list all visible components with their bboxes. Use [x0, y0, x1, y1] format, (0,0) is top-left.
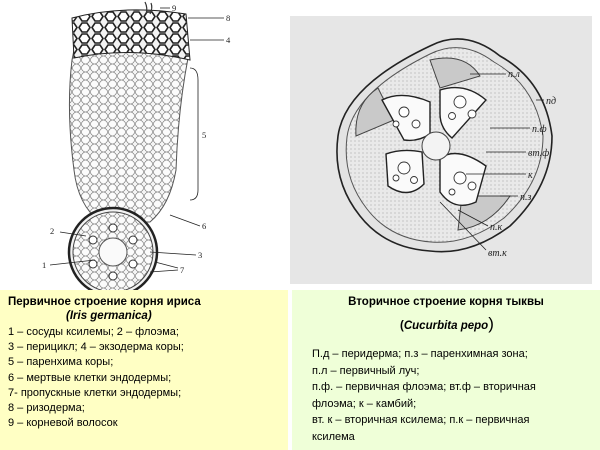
- iris-root-diagram: 9 8 4 5 6 2 3 1 7: [0, 0, 290, 298]
- label-6: 6: [202, 221, 206, 231]
- pumpkin-legend-line: п.ф. – первичная флоэма; вт.ф – вторична…: [312, 381, 536, 393]
- label-3: 3: [198, 250, 202, 260]
- iris-legend-line: 6 – мертвые клетки эндодермы;: [8, 371, 172, 384]
- label-5: 5: [202, 130, 206, 140]
- label-vtk: вт.к: [488, 248, 507, 259]
- label-2: 2: [50, 226, 54, 236]
- label-8: 8: [226, 13, 230, 23]
- label-pk: п.к: [490, 222, 503, 233]
- label-9: 9: [172, 3, 176, 13]
- pumpkin-legend-panel: Вторичное строение корня тыквы (Cucurbit…: [292, 290, 600, 450]
- label-4: 4: [226, 35, 231, 45]
- label-pf: п.ф: [532, 124, 547, 135]
- pumpkin-legend-line: п.л – первичный луч;: [312, 364, 420, 377]
- iris-root-drawing: 9 8 4 5 6 2 3 1 7: [42, 1, 231, 298]
- xylem-vessels: [88, 223, 138, 281]
- iris-legend-line: 7- пропускные клетки эндодермы;: [8, 386, 182, 399]
- exodermis-band: [71, 9, 191, 61]
- label-pl: п.л: [508, 69, 521, 80]
- iris-legend-line: 9 – корневой волосок: [8, 417, 118, 430]
- pumpkin-legend-line: ксилема: [312, 430, 355, 443]
- iris-legend-subtitle: (Iris germanica): [66, 310, 152, 322]
- iris-legend-line: 3 – перицикл; 4 – экзодерма коры;: [8, 341, 184, 354]
- iris-legend-line: 8 – ризодерма;: [8, 402, 85, 415]
- pumpkin-legend-line: П.д – перидерма; п.з – паренхимная зона;: [312, 348, 528, 360]
- pumpkin-root-drawing: п.л пд п.ф вт.ф к п.з п.к вт.к: [336, 38, 556, 259]
- iris-legend-line: 5 – паренхима коры;: [8, 356, 114, 369]
- label-1: 1: [42, 260, 46, 270]
- root-hair: [144, 1, 153, 15]
- label-k: к: [528, 170, 533, 181]
- iris-legend-line: 1 – сосуды ксилемы; 2 – флоэма;: [8, 326, 179, 338]
- pumpkin-legend-line: вт. к – вторичная ксилема; п.к – первичн…: [312, 414, 530, 426]
- pumpkin-root-diagram: п.л пд п.ф вт.ф к п.з п.к вт.к: [290, 16, 592, 284]
- label-pd: пд: [546, 96, 556, 107]
- iris-legend-title: Первичное строение корня ириса: [8, 296, 201, 308]
- pumpkin-legend-line: флоэма; к – камбий;: [312, 397, 417, 410]
- pumpkin-legend-subtitle: (Cucurbita pepo): [400, 314, 494, 333]
- label-7: 7: [180, 265, 184, 275]
- iris-legend-panel: Первичное строение корня ириса (Iris ger…: [0, 290, 288, 450]
- pumpkin-legend-title: Вторичное строение корня тыквы: [348, 296, 544, 308]
- vessels: [392, 95, 477, 196]
- label-pz: п.з: [520, 192, 532, 203]
- label-vtf: вт.ф: [528, 148, 549, 159]
- cambium: [421, 131, 451, 161]
